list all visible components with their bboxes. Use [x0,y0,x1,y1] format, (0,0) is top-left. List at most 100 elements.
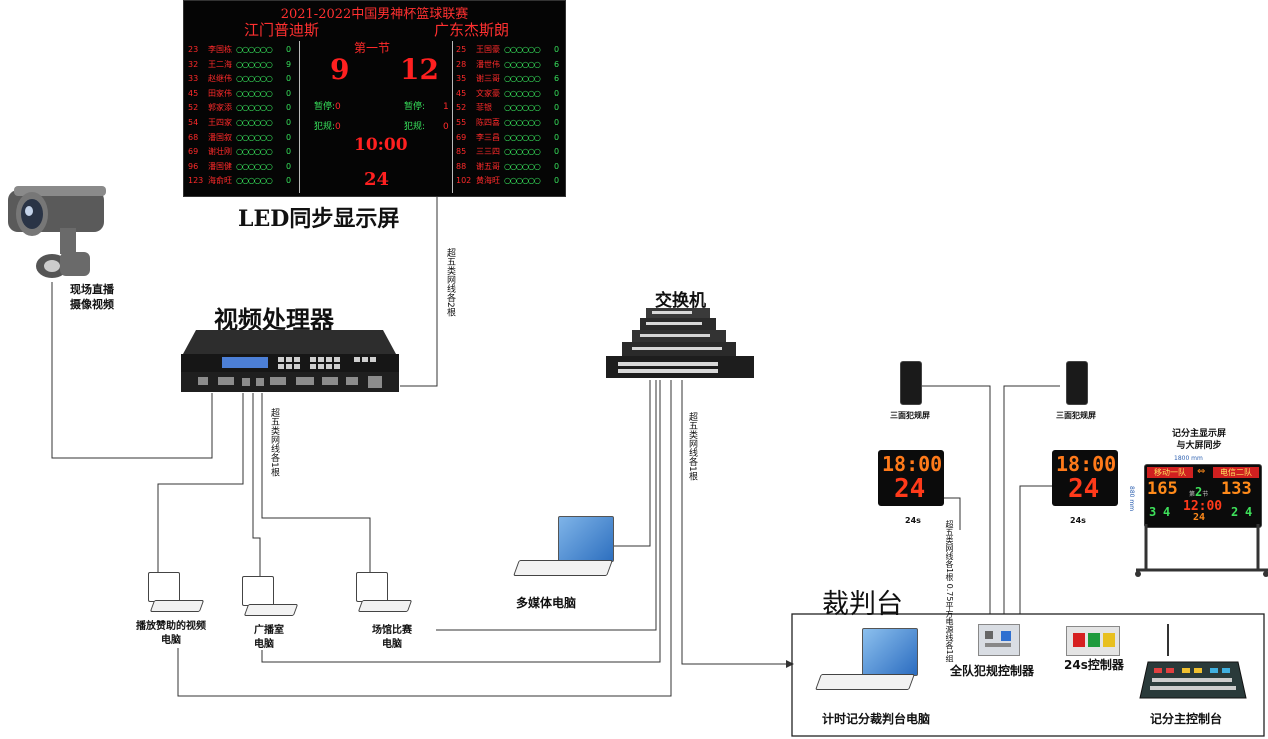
player-points: 0 [554,117,560,127]
led-away-team: 广东杰斯朗 [434,21,510,39]
main-display-shot: 24 [1193,512,1206,523]
shot-clock-right-panel: 18:00 24 [1052,450,1118,506]
venue-pc-label-line2: 电脑 [382,639,402,650]
player-foul-dots: ○○○○○○ [504,74,541,84]
player-points: 0 [554,45,560,54]
led-shot-clock: 24 [364,169,390,190]
player-foul-dots: ○○○○○○ [236,176,273,186]
player-number: 32 [188,59,199,69]
power-cable-line2: 0.75平方电源线各1组 [945,583,954,663]
player-foul-dots: ○○○○○○ [236,74,273,84]
team-foul-controller-icon [978,624,1020,656]
player-number: 45 [188,88,199,98]
player-name: 谢五哥 [476,161,500,171]
multimedia-pc-screen [558,516,614,562]
main-display-panel: 移动一队 ⇔ 电信二队 165 第2节 133 3 4 12:00 24 2 4 [1144,464,1262,528]
led-home-team: 江门普迪斯 [244,21,320,39]
player-foul-dots: ○○○○○○ [504,132,541,142]
player-number: 88 [456,161,467,171]
judge-table-frame [791,613,1265,737]
player-foul-dots: ○○○○○○ [236,59,273,69]
foul-screen-left-icon [900,361,922,405]
broadcast-pc-screen [242,576,274,606]
led-home-foul-label: 犯规: [314,122,336,132]
power-cable-line1: 超五类网线各1根 [945,520,954,582]
player-name: 王国豪 [476,45,500,54]
sponsor-pc-keyboard [149,600,205,612]
roster-row: 54 王四家 ○○○○○○ 0 [188,116,298,131]
shot-clock-left-label: 24s [905,516,921,525]
team-foul-controller-label: 全队犯规控制器 [950,664,1035,678]
wire-switch-sponsor-pc [177,380,672,697]
roster-divider-left [299,41,300,193]
shot-clock-left-bottom: 24 [894,474,926,504]
multimedia-pc-keyboard [513,560,613,576]
player-name: 田家伟 [208,88,232,98]
player-points: 0 [286,117,292,127]
shot-clock-right-bottom: 24 [1068,474,1100,504]
player-name: 王四家 [208,117,232,127]
player-points: 0 [554,147,560,157]
main-display-period-suffix: 节 [1202,491,1209,498]
main-display-label-line1: 记分主显示屏 [1172,429,1227,439]
player-foul-dots: ○○○○○○ [236,161,273,171]
main-display-period-label: 第 [1189,491,1196,498]
shot-clock-right-top: 18:00 [1056,452,1117,476]
main-display-away-team: 电信二队 [1213,467,1259,478]
camera-icon [8,186,106,278]
player-points: 0 [286,161,292,171]
timing-pc-label: 计时记分裁判台电脑 [822,712,931,726]
led-home-score: 9 [330,53,350,86]
led-cable-label: 超五类网线各2根 [445,248,455,317]
led-home-timeout: 0 [335,102,341,112]
main-display-home-score: 165 [1147,479,1178,499]
player-name: 陈四喜 [476,117,500,127]
led-home-timeout-label: 暂停: [314,102,336,112]
player-foul-dots: ○○○○○○ [236,132,273,142]
shot-clock-right-label: 24s [1070,516,1086,525]
led-away-fouls: 0 [443,122,449,132]
player-name: 李国栋 [208,45,232,54]
main-display-home-team: 移动一队 [1147,467,1193,478]
player-name: 潘世伟 [476,59,500,69]
led-away-timeout-label: 暂停: [404,102,426,112]
player-foul-dots: ○○○○○○ [504,147,541,157]
player-number: 85 [456,147,467,157]
camera-label-line1: 现场直播 [70,283,114,296]
player-points: 0 [286,88,292,98]
wire-right-foul-screen [1003,385,1060,614]
player-number: 28 [456,59,467,69]
player-foul-dots: ○○○○○○ [236,117,273,127]
wire-processor-venue-pc [261,393,371,575]
wire-led-processor [400,197,438,387]
main-display-label-line2: 与大屏同步 [1176,441,1222,451]
foul-screen-right-icon [1066,361,1088,405]
player-points: 6 [554,59,560,69]
main-display-home-stat-a: 3 [1149,505,1157,519]
player-number: 54 [188,117,199,127]
main-display-away-stat-b: 4 [1245,505,1253,519]
main-console-label: 记分主控制台 [1150,712,1223,726]
main-display-dimension-side: 880 mm [1128,486,1135,512]
player-name: 海俞旺 [208,176,232,186]
player-points: 0 [286,176,292,186]
led-away-score: 12 [400,53,439,86]
switch-icon [606,308,754,378]
player-foul-dots: ○○○○○○ [236,88,273,98]
player-name: 郭家添 [208,103,232,113]
wire-switch-venue-pc [436,380,657,631]
player-points: 0 [554,103,560,113]
